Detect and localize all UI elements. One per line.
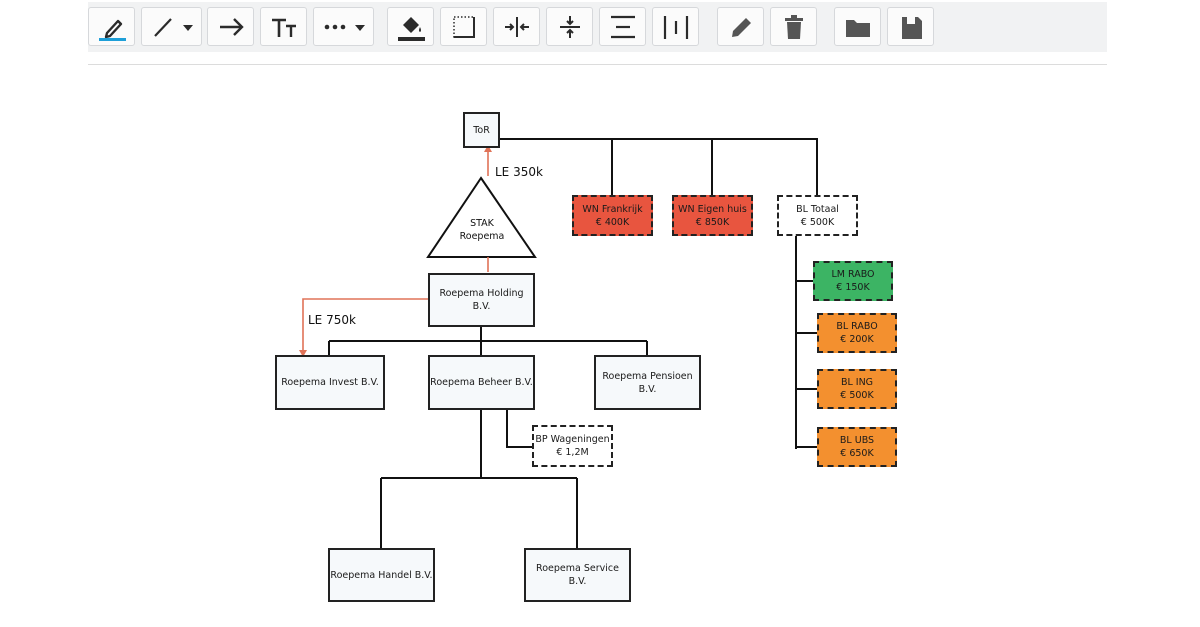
stak-triangle [426, 176, 537, 258]
folder-icon [845, 19, 870, 37]
save-icon [901, 16, 922, 39]
holding-label-line2: B.V. [472, 301, 491, 312]
highlighter-icon [98, 19, 126, 41]
open-button[interactable] [834, 7, 881, 46]
distribute-vertical-button[interactable] [546, 7, 593, 46]
bltotaal-value: € 500K [800, 216, 835, 228]
text-size-icon [271, 18, 296, 37]
pencil-icon [731, 17, 751, 37]
align-vertical-icon [663, 15, 688, 39]
wageningen-value: € 1,2M [556, 447, 589, 458]
distribute-vertical-icon [559, 15, 580, 38]
align-horizontal-button[interactable] [599, 7, 646, 46]
blubs-node[interactable]: BL UBS € 650K [817, 427, 897, 467]
chevron-down-icon [354, 24, 365, 31]
text-tool-button[interactable] [260, 7, 307, 46]
chevron-down-icon [182, 24, 193, 31]
frankrijk-node[interactable]: WN Frankrijk € 400K [572, 195, 653, 236]
frankrijk-value: € 400K [595, 216, 630, 228]
blrabo-node[interactable]: BL RABO € 200K [817, 313, 897, 353]
stak-label-line1: STAK [470, 218, 494, 229]
bling-name: BL ING [840, 377, 874, 388]
handel-label: Roepema Handel B.V. [330, 569, 433, 581]
tor-label: ToR [473, 124, 490, 136]
frankrijk-name: WN Frankrijk [582, 203, 643, 215]
service-node[interactable]: Roepema Service B.V. [524, 548, 631, 602]
blrabo-name: BL RABO [836, 321, 878, 332]
distribute-horizontal-icon [504, 16, 529, 37]
le350-label: LE 350k [495, 165, 543, 179]
wageningen-node[interactable]: BP Wageningen € 1,2M [532, 425, 613, 467]
border-style-button[interactable] [440, 7, 487, 46]
beheer-label: Roepema Beheer B.V. [430, 377, 533, 388]
lmrabo-value: € 150K [836, 282, 870, 293]
beheer-connector [380, 409, 578, 548]
stak-label-line2: Roepema [459, 231, 505, 242]
border-dotted-icon [452, 15, 475, 38]
edit-button[interactable] [717, 7, 764, 46]
align-vertical-button[interactable] [652, 7, 699, 46]
bling-value: € 500K [840, 390, 874, 401]
handel-node[interactable]: Roepema Handel B.V. [328, 548, 435, 602]
bltotaal-node[interactable]: BL Totaal € 500K [777, 195, 858, 236]
eigenhuis-name: WN Eigen huis [678, 203, 747, 215]
blubs-value: € 650K [840, 448, 874, 459]
holding-connector [328, 326, 648, 355]
bltotaal-connector [795, 235, 818, 449]
toolbar [88, 2, 1107, 52]
eigenhuis-value: € 850K [695, 216, 730, 228]
beheer-node[interactable]: Roepema Beheer B.V. [428, 355, 535, 410]
tor-node[interactable]: ToR [463, 112, 500, 148]
le750-label: LE 750k [308, 313, 356, 327]
wageningen-connector [506, 409, 532, 448]
toolbar-divider [88, 64, 1107, 65]
pensioen-node[interactable]: Roepema Pensioen B.V. [594, 355, 701, 410]
holding-label-line1: Roepema Holding [439, 288, 524, 299]
holding-node[interactable]: Roepema Holding B.V. [428, 273, 535, 327]
trash-icon [784, 14, 803, 39]
service-label: Roepema Service B.V. [536, 563, 619, 587]
distribute-horizontal-button[interactable] [493, 7, 540, 46]
bltotaal-name: BL Totaal [796, 203, 839, 215]
lmrabo-name: LM RABO [831, 269, 875, 280]
bling-node[interactable]: BL ING € 500K [817, 369, 897, 409]
delete-button[interactable] [770, 7, 817, 46]
pensioen-label-line1: Roepema Pensioen [602, 370, 693, 382]
lmrabo-node[interactable]: LM RABO € 150K [813, 261, 893, 301]
fill-color-button[interactable] [387, 7, 434, 46]
le750-arrow [302, 298, 428, 353]
line-tool-button[interactable] [141, 7, 202, 46]
invest-node[interactable]: Roepema Invest B.V. [275, 355, 385, 410]
line-style-button[interactable] [313, 7, 374, 46]
arrow-tool-button[interactable] [207, 7, 254, 46]
tor-right-connector [499, 138, 818, 196]
eigenhuis-node[interactable]: WN Eigen huis € 850K [672, 195, 753, 236]
save-button[interactable] [887, 7, 934, 46]
arrow-right-icon [219, 17, 244, 36]
wageningen-name: BP Wageningen [535, 434, 610, 445]
fill-bucket-icon [397, 16, 425, 41]
line-icon [153, 17, 193, 37]
blubs-name: BL UBS [839, 435, 875, 446]
dots-icon [324, 24, 365, 31]
highlighter-tool-button[interactable] [88, 7, 135, 46]
align-horizontal-icon [610, 15, 635, 38]
stak-label: STAK Roepema [440, 217, 524, 243]
invest-label: Roepema Invest B.V. [281, 377, 379, 388]
pensioen-label-line2: B.V. [638, 383, 657, 395]
blrabo-value: € 200K [840, 334, 874, 345]
